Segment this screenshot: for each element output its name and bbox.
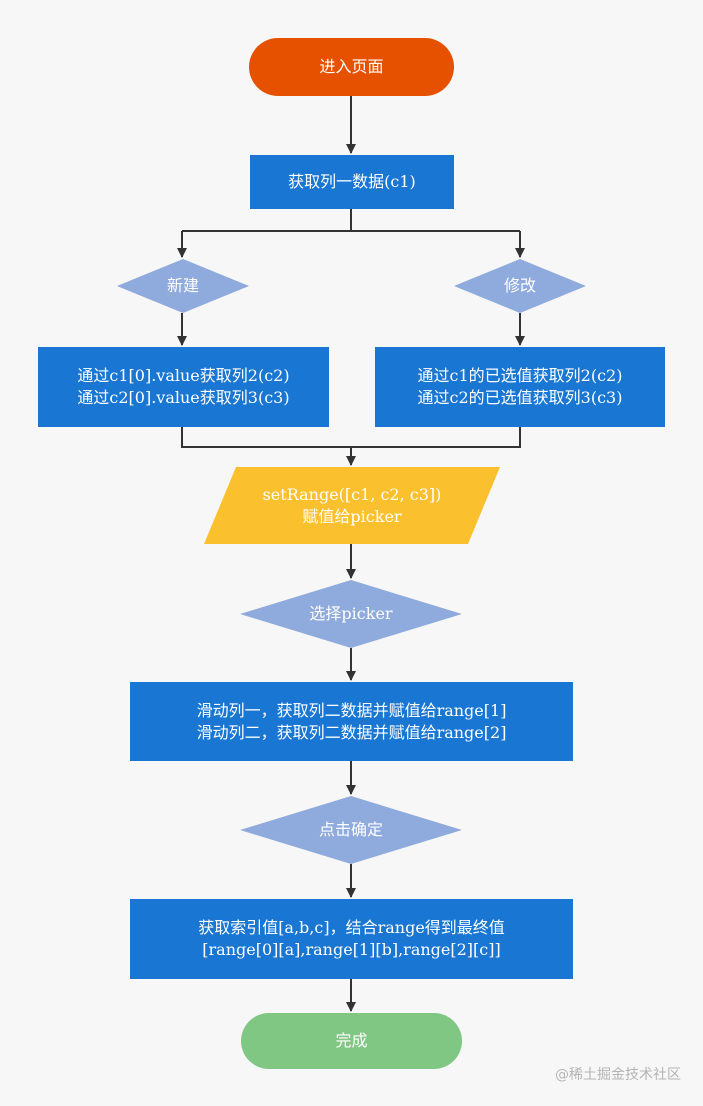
decision-new-node: 新建 <box>117 259 249 313</box>
get-c1-node-shape <box>250 155 454 209</box>
slide-process-line1: 滑动列一，获取列二数据并赋值给range[1] <box>196 700 507 720</box>
start-label: 进入页面 <box>319 57 384 76</box>
edit-process-line1: 通过c1的已选值获取列2(c2) <box>417 366 623 385</box>
result-process-line2: [range[0][a],range[1][b],range[2][c]] <box>202 940 501 959</box>
slide-process-line2: 滑动列二，获取列二数据并赋值给range[2] <box>196 722 507 742</box>
edit-process-node: 通过c1的已选值获取列2(c2) 通过c2的已选值获取列3(c3) <box>375 347 665 427</box>
new-process-line1: 通过c1[0].value获取列2(c2) <box>77 366 290 385</box>
slide-process-node: 滑动列一，获取列二数据并赋值给range[1] 滑动列二，获取列二数据并赋值给r… <box>130 682 573 761</box>
select-picker-label: 选择picker <box>309 604 393 623</box>
get-c1-node: 获取列一数据(c1) <box>250 155 454 209</box>
confirm-label: 点击确定 <box>318 820 383 839</box>
new-process-shape <box>38 347 329 427</box>
decision-edit-label: 修改 <box>503 276 536 295</box>
decision-new-label: 新建 <box>166 276 199 295</box>
start-node: 进入页面 <box>249 38 454 96</box>
end-node-shape <box>241 1013 462 1069</box>
result-process-shape <box>130 899 573 979</box>
watermark: @稀土掘金技术社区 <box>555 1067 681 1083</box>
edit-process-shape <box>375 347 665 427</box>
select-picker-shape <box>240 580 462 648</box>
decision-edit-shape <box>454 259 586 313</box>
decision-new-shape <box>117 259 249 313</box>
set-range-line2: 赋值给picker <box>302 506 402 526</box>
new-process-node: 通过c1[0].value获取列2(c2) 通过c2[0].value获取列3(… <box>38 347 329 427</box>
result-process-node: 获取索引值[a,b,c]，结合range得到最终值 [range[0][a],r… <box>130 899 573 979</box>
select-picker-node: 选择picker <box>240 580 462 648</box>
set-range-line1: setRange([c1, c2, c3]) <box>262 484 442 504</box>
new-process-line2: 通过c2[0].value获取列3(c3) <box>77 388 290 407</box>
set-range-shape <box>204 467 500 544</box>
get-c1-label: 获取列一数据(c1) <box>288 172 416 191</box>
confirm-node: 点击确定 <box>240 796 462 864</box>
start-node-shape <box>249 38 454 96</box>
end-node: 完成 <box>241 1013 462 1069</box>
result-process-line1: 获取索引值[a,b,c]，结合range得到最终值 <box>198 918 505 937</box>
confirm-shape <box>240 796 462 864</box>
end-label: 完成 <box>335 1031 368 1050</box>
line-merge <box>181 427 521 448</box>
set-range-node: setRange([c1, c2, c3]) 赋值给picker <box>204 467 500 544</box>
slide-process-shape <box>130 682 573 761</box>
edit-process-line2: 通过c2的已选值获取列3(c3) <box>417 388 623 407</box>
decision-edit-node: 修改 <box>454 259 586 313</box>
